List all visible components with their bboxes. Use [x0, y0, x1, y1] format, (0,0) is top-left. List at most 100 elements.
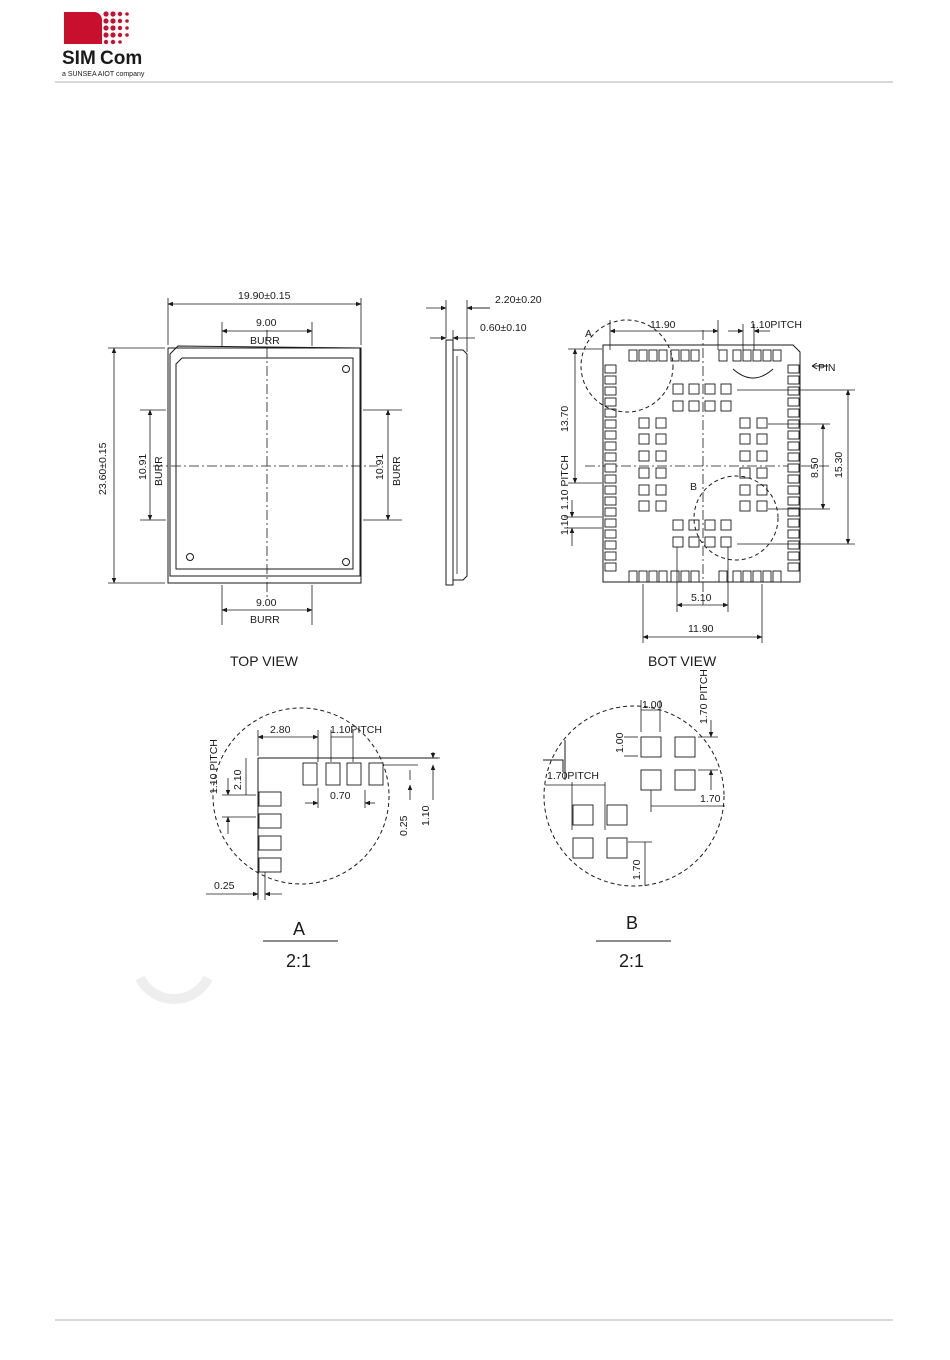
detail-a-label: A: [293, 919, 305, 939]
detail-a-pad-top: [302, 762, 318, 786]
bot-pad-bottom: [628, 570, 638, 583]
bot-pad-left: [604, 419, 617, 429]
bot-pad-inner: [704, 519, 716, 531]
bot-right-outer-dim: 15.30: [833, 452, 845, 478]
detail-b-d2: 1.00: [614, 732, 626, 753]
bot-pad-right: [787, 529, 800, 539]
bot-pad-inner: [704, 383, 716, 395]
top-view-caption: TOP VIEW: [230, 653, 299, 669]
bot-pad-left: [604, 562, 617, 572]
detail-b-edge: [543, 740, 566, 780]
bot-pad-inner: [720, 536, 732, 548]
bot-pad-bottom: [762, 570, 772, 583]
bot-pad-left: [604, 496, 617, 506]
detail-b-d4: 1.70PITCH: [547, 770, 599, 782]
bot-pad-right: [787, 496, 800, 506]
bot-pad-bottom: [742, 570, 752, 583]
burr-bottom-label: BURR: [250, 614, 280, 626]
bot-pad-inner: [739, 450, 751, 462]
bot-pad-right: [787, 485, 800, 495]
detail-b-pad: [640, 769, 662, 791]
faint-watermark-arc: [135, 975, 213, 1004]
logo-com-text: Com: [100, 48, 142, 69]
detail-b-pad: [572, 837, 594, 859]
bot-pad-inner: [638, 467, 650, 479]
bot-pad-left: [604, 430, 617, 440]
detail-a-d7: 1.10: [420, 805, 432, 826]
bot-pad-left: [604, 551, 617, 561]
detail-b-d1: 1.00: [642, 699, 663, 711]
detail-b-pad: [606, 804, 628, 826]
bot-pitch-dim: 1.10PITCH: [750, 319, 802, 331]
bot-pad-top: [762, 349, 772, 362]
bot-pad-right: [787, 408, 800, 418]
bot-pad-right: [787, 551, 800, 561]
bot-pad-right: [787, 518, 800, 528]
detail-b-marker-circle: [693, 475, 779, 561]
bot-pad-top: [680, 349, 690, 362]
bot-pad-right: [787, 375, 800, 385]
bot-view-outline: [602, 344, 801, 583]
bot-pad-inner: [655, 450, 667, 462]
page-header: SIM Com a SUNSEA AIOT company: [0, 0, 950, 90]
bot-pad-right: [787, 430, 800, 440]
detail-b-d3: 1.70 PITCH: [698, 669, 710, 724]
bot-view: A B PIN 11.90 1.10PITCH 13.70 1.10 PITCH…: [559, 319, 855, 669]
top-width-dim: 19.90±0.15: [238, 290, 291, 302]
detail-a-d4: 2.10: [232, 769, 244, 790]
bot-pad-inner: [638, 450, 650, 462]
detail-b: 1.00 1.00 1.70 PITCH 1.70PITCH 1.70 1.70…: [543, 669, 725, 971]
bot-pad-top: [772, 349, 782, 362]
bot-pad-inner: [638, 433, 650, 445]
bot-pad-right: [787, 540, 800, 550]
bot-pad-left: [604, 441, 617, 451]
bot-label-a: A: [585, 328, 592, 340]
logo-sim-text: SIM: [62, 48, 96, 69]
detail-a-pads: [258, 762, 384, 873]
bot-pad-inner: [704, 536, 716, 548]
bot-pad-inner: [756, 467, 768, 479]
bot-pad-bottom: [638, 570, 648, 583]
bot-pad-right: [787, 474, 800, 484]
bot-pad-bottom: [752, 570, 762, 583]
bot-pad-bottom: [680, 570, 690, 583]
detail-a-pad-left: [258, 791, 282, 807]
bot-label-b: B: [690, 481, 697, 493]
bot-view-caption: BOT VIEW: [648, 653, 717, 669]
bot-pad-inner: [720, 383, 732, 395]
bot-top-span-dim: 11.90: [650, 319, 676, 331]
bot-pad-inner: [756, 417, 768, 429]
bot-pad-bottom: [658, 570, 668, 583]
bot-pad-left: [604, 474, 617, 484]
detail-a-d5: 0.70: [330, 790, 351, 802]
bot-pad-inner: [672, 519, 684, 531]
bot-pad-left: [604, 507, 617, 517]
logo-dots-icon: [103, 11, 129, 45]
bot-pad-left: [604, 485, 617, 495]
simcom-logo: SIM Com a SUNSEA AIOT company: [62, 11, 145, 78]
bot-pad-left: [604, 518, 617, 528]
top-view-outline: [167, 347, 362, 584]
bot-pad-right: [787, 441, 800, 451]
detail-a-d1: 2.80: [270, 724, 291, 736]
detail-a-pad-left: [258, 813, 282, 829]
bot-pad-top: [732, 349, 742, 362]
detail-a-d6: 0.25: [398, 815, 410, 836]
side-view-shield: [453, 349, 468, 581]
top-view-inner: [175, 357, 354, 570]
bot-view-notch: [732, 368, 774, 379]
bot-pad-inner: [720, 519, 732, 531]
bot-pad-bottom: [690, 570, 700, 583]
bot-bottom-inner-dim: 5.10: [691, 592, 712, 604]
bot-pad-top: [742, 349, 752, 362]
detail-b-pads: [572, 736, 696, 859]
bot-pad-top: [670, 349, 680, 362]
bot-pad-inner: [688, 383, 700, 395]
bot-pad-top: [718, 349, 728, 362]
detail-a-d8: 0.25: [214, 880, 235, 892]
bot-pad-inner: [638, 500, 650, 512]
bot-pad-inner: [672, 536, 684, 548]
bot-pad-inner: [655, 484, 667, 496]
burr-left-label: BURR: [153, 456, 165, 486]
burr-bottom-dim: 9.00: [256, 597, 277, 609]
